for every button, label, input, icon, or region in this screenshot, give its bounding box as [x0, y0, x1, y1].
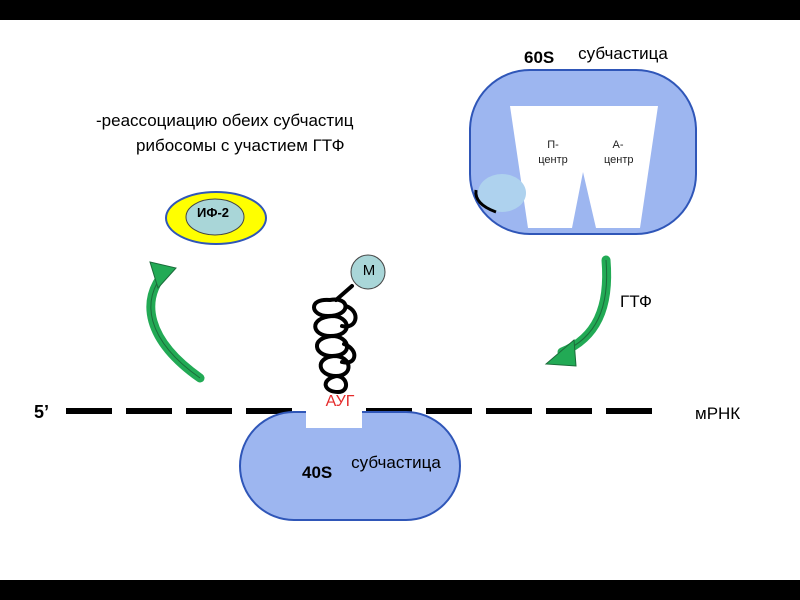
small-subunit-label: субчастица: [351, 453, 441, 472]
factor-core: [185, 198, 245, 236]
gtp-label: ГТФ: [620, 292, 652, 311]
initiation-factor-if2: [165, 191, 267, 245]
trna-coil-icon: [312, 284, 358, 395]
peptidyl-aminoacyl-cleft: [510, 106, 658, 228]
caption-text: -реассоциацию обеих субчастиц рибосомы с…: [96, 108, 416, 158]
large-subunit-label: субчастица: [578, 44, 668, 63]
a-site-label: А-центр: [604, 139, 634, 166]
start-codon-label: АУГ: [325, 393, 355, 410]
trna-end-stroke: [474, 189, 497, 214]
caption-line-1: -реассоциацию обеих субчастиц: [96, 111, 354, 130]
curved-arrow-icon: [146, 261, 205, 383]
small-subunit-40s: [239, 402, 461, 521]
large-subunit-name: 60S: [524, 48, 555, 67]
small-blob-shape: [478, 174, 526, 212]
p-site-label: П-центр: [538, 139, 568, 166]
caption-line-2: рибосомы с участием ГТФ: [136, 136, 345, 155]
large-subunit-60s: [469, 69, 697, 235]
codon-pocket: [306, 402, 362, 428]
amino-acid-label: М: [362, 262, 376, 279]
mrna-label: мРНК: [695, 404, 741, 423]
mrna-5-prime-label: 5’: [34, 402, 50, 422]
curved-arrow-icon: [544, 255, 612, 367]
small-subunit-name: 40S: [302, 463, 333, 482]
factor-label: ИФ-2: [197, 205, 229, 220]
amino-acid-methionine: [350, 254, 386, 290]
